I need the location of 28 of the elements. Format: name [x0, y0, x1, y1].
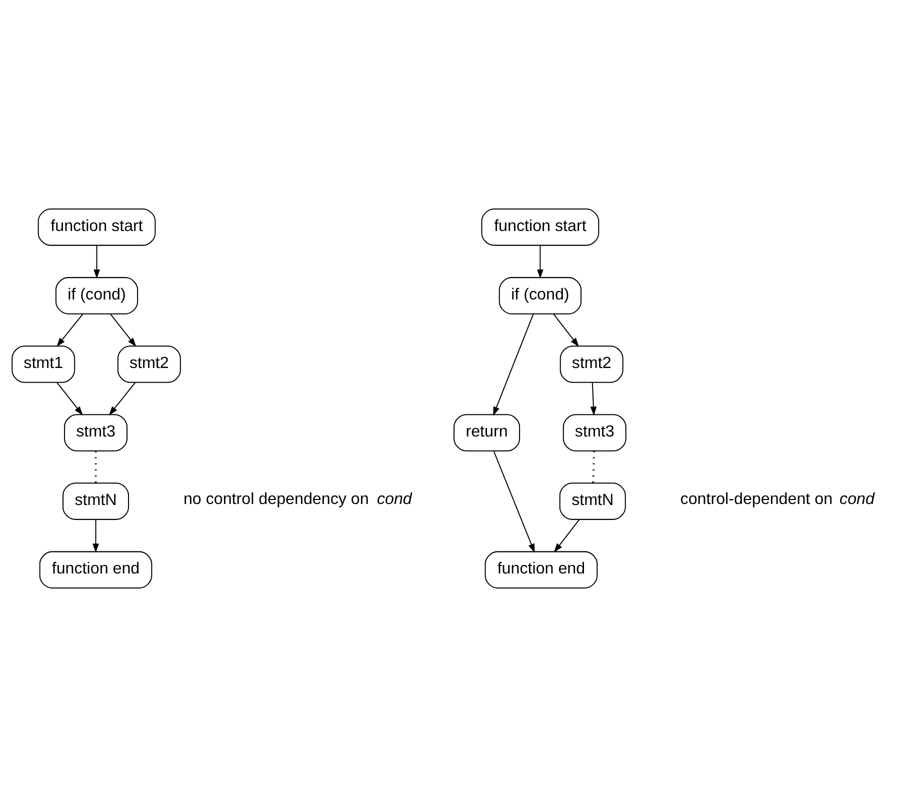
node-box: function end — [484, 551, 598, 588]
arrow — [110, 314, 136, 347]
arrow — [56, 382, 83, 416]
node-box: stmt2 — [117, 346, 181, 383]
node-box: if (cond) — [55, 277, 138, 314]
arrow — [56, 314, 84, 347]
node-box: stmt3 — [64, 414, 128, 452]
arrow — [92, 520, 99, 553]
arrow — [493, 450, 535, 553]
arrow — [553, 314, 579, 347]
label: control-dependent on cond — [680, 490, 874, 508]
arrow — [108, 382, 136, 416]
arrow — [94, 246, 100, 279]
arrow — [554, 519, 580, 552]
node-box: stmt1 — [12, 346, 76, 383]
node-box: stmt2 — [560, 346, 624, 383]
arrow — [493, 314, 534, 416]
node-box: stmtN — [559, 482, 626, 520]
node-box: stmtN — [62, 482, 130, 520]
node-box: stmt3 — [562, 414, 626, 452]
node-box: return — [454, 414, 520, 452]
node-box: if (cond) — [498, 277, 582, 314]
node-box: function start — [38, 208, 156, 246]
label: no control dependency on cond — [183, 490, 412, 508]
arrow — [590, 382, 597, 416]
node-box: function end — [39, 551, 152, 588]
arrow — [537, 246, 544, 279]
node-box: function start — [481, 208, 600, 246]
